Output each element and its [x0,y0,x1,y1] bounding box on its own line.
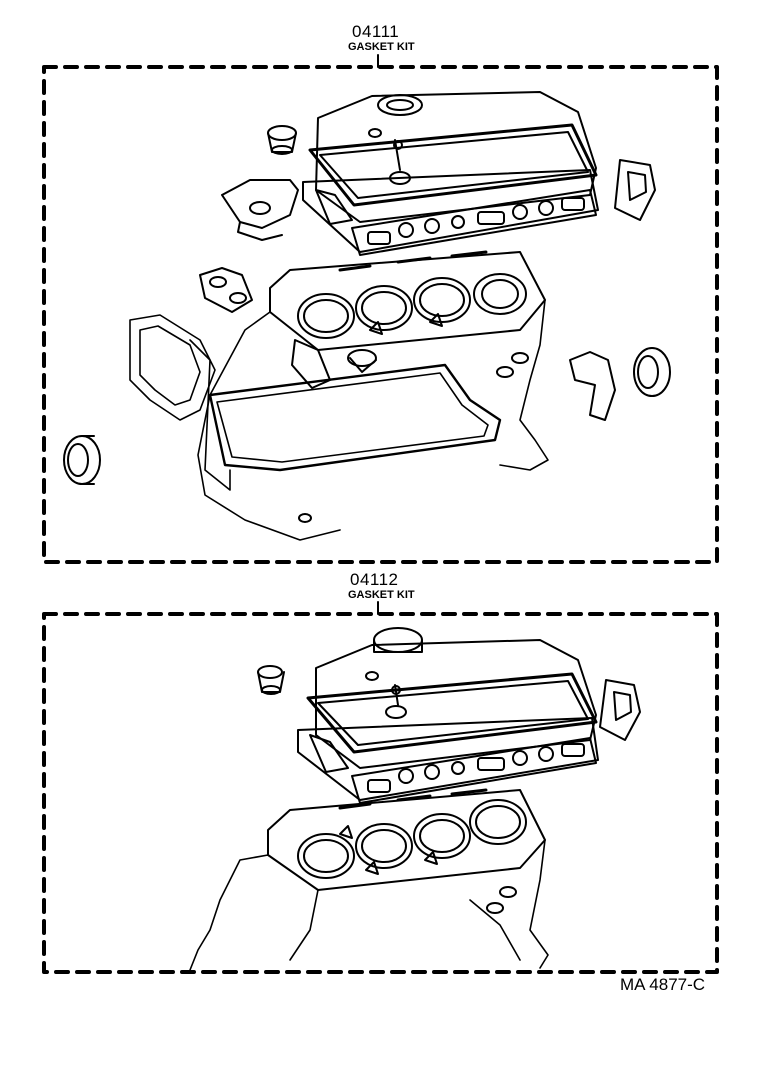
kit2-valve-cover [297,627,599,804]
kit1-head-gasket [269,250,546,389]
kit1-part-number: 04111 [352,22,400,41]
kit1-valve-cover [302,91,599,256]
kit1-engine-block-outline [129,299,549,541]
drawing-reference: MA 4877-C [620,975,706,994]
kit2-engine-block-outline [189,839,549,971]
kit1-name: GASKET KIT [348,41,415,53]
kit1-oil-seals [63,347,671,485]
kit2-frame [42,601,719,974]
kit2-name: GASKET KIT [348,589,415,601]
kit2-small-parts [257,665,641,914]
kit1-frame [42,54,719,564]
kit2-head-gasket [267,788,546,891]
kit1-small-parts [199,125,656,523]
kit2-part-number: 04112 [350,570,399,589]
